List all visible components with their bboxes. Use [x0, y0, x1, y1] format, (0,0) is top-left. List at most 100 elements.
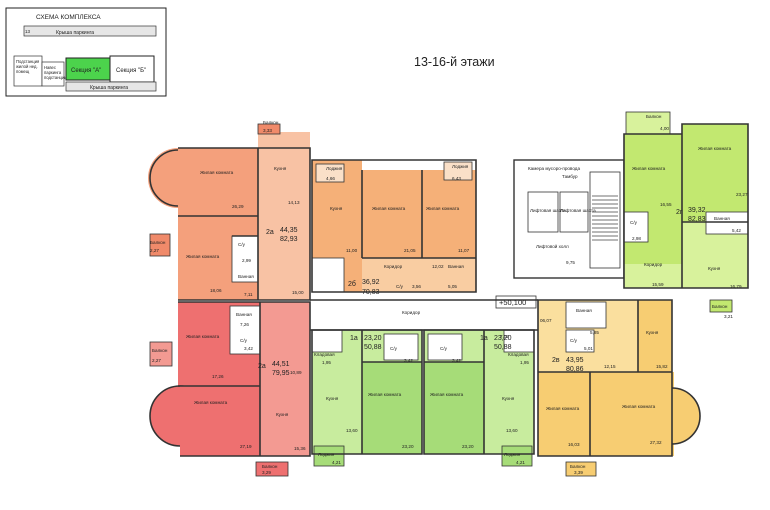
svg-text:2a: 2a	[266, 229, 274, 236]
svg-text:Навес: Навес	[44, 65, 56, 70]
svg-text:82,93: 82,93	[280, 236, 298, 243]
svg-text:Жилая комната: Жилая комната	[368, 392, 402, 397]
svg-text:Жилая комната: Жилая комната	[194, 400, 228, 405]
svg-text:подстанции: подстанции	[44, 75, 67, 80]
svg-text:06,07: 06,07	[540, 318, 552, 323]
svg-text:Балкон: Балкон	[152, 348, 168, 353]
svg-text:39,32: 39,32	[688, 207, 706, 214]
page-title: 13-16-й этажи	[414, 55, 495, 69]
svg-text:1,95: 1,95	[520, 360, 529, 365]
svg-text:13,60: 13,60	[506, 428, 518, 433]
svg-text:50,88: 50,88	[494, 344, 512, 351]
scheme-section-a-label: Секция "А"	[71, 68, 101, 74]
svg-text:4,21: 4,21	[332, 460, 341, 465]
svg-text:3,42: 3,42	[244, 346, 253, 351]
svg-text:7,11: 7,11	[244, 292, 253, 297]
svg-text:3,29: 3,29	[262, 470, 271, 475]
svg-text:Кухня: Кухня	[646, 330, 659, 335]
svg-text:Кухня: Кухня	[330, 206, 343, 211]
scheme-title: СХЕМА КОМПЛЕКСА	[36, 14, 101, 21]
svg-text:15,00: 15,00	[292, 290, 304, 295]
svg-text:79,95: 79,95	[272, 370, 290, 377]
svg-text:6,43: 6,43	[452, 176, 461, 181]
svg-text:Кухня: Кухня	[274, 166, 287, 171]
svg-text:Тамбур: Тамбур	[562, 174, 578, 179]
svg-text:Ванная: Ванная	[576, 308, 592, 313]
svg-text:1а: 1а	[480, 335, 488, 342]
svg-text:1а: 1а	[350, 335, 358, 342]
svg-text:Жилая комната: Жилая комната	[372, 206, 406, 211]
svg-text:жилой нед.: жилой нед.	[16, 64, 38, 69]
svg-text:23,20: 23,20	[402, 444, 414, 449]
svg-text:С/у: С/у	[630, 220, 638, 225]
svg-text:Ванная: Ванная	[238, 274, 254, 279]
svg-text:Камера мусоро-провода: Камера мусоро-провода	[528, 166, 580, 171]
svg-text:2г: 2г	[676, 209, 683, 216]
svg-text:2,27: 2,27	[150, 248, 159, 253]
svg-text:15,82: 15,82	[656, 364, 668, 369]
svg-text:Лоджия: Лоджия	[326, 166, 343, 171]
svg-text:5,01: 5,01	[584, 346, 593, 351]
svg-text:Ванная: Ванная	[236, 312, 252, 317]
svg-text:Кухня: Кухня	[326, 396, 339, 401]
scheme-roof-bottom: Крыша паркинга	[90, 85, 128, 91]
apartment-2b-top	[311, 159, 477, 293]
svg-text:17,26: 17,26	[212, 374, 224, 379]
apartment-1a-right	[423, 329, 535, 467]
svg-text:Ванная: Ванная	[448, 264, 464, 269]
svg-text:9,75: 9,75	[566, 260, 575, 265]
svg-text:Лифтовая шахта: Лифтовая шахта	[530, 208, 566, 213]
svg-text:Жилая комната: Жилая комната	[200, 170, 234, 175]
svg-text:Лифтовой холл: Лифтовой холл	[536, 243, 569, 249]
svg-text:Жилая комната: Жилая комната	[430, 392, 464, 397]
svg-text:16,55: 16,55	[660, 202, 672, 207]
apartment-2a-bottom	[149, 301, 311, 477]
svg-text:Кухня: Кухня	[502, 396, 515, 401]
apartment-2v-bottom	[537, 299, 701, 477]
svg-text:15,36: 15,36	[294, 446, 306, 451]
svg-text:Балкон: Балкон	[712, 304, 728, 309]
svg-text:23,27: 23,27	[736, 192, 748, 197]
svg-text:12,15: 12,15	[604, 364, 616, 369]
svg-text:Жилая комната: Жилая комната	[698, 146, 732, 151]
svg-text:2,27: 2,27	[152, 358, 161, 363]
svg-text:Коридор: Коридор	[384, 264, 403, 269]
svg-text:27,32: 27,32	[650, 440, 662, 445]
svg-text:Подстанция: Подстанция	[16, 59, 39, 64]
svg-text:11,00: 11,00	[346, 248, 358, 253]
svg-text:26,29: 26,29	[232, 204, 244, 209]
svg-text:Коридор: Коридор	[402, 310, 421, 315]
svg-text:43,95: 43,95	[566, 357, 584, 364]
svg-text:Ванная: Ванная	[714, 216, 730, 221]
svg-text:11,07: 11,07	[458, 248, 470, 253]
svg-text:15,59: 15,59	[652, 282, 664, 287]
svg-text:4,66: 4,66	[326, 176, 335, 181]
svg-text:Балкон: Балкон	[262, 464, 278, 469]
svg-text:С/у: С/у	[440, 346, 448, 351]
svg-text:14,13: 14,13	[288, 200, 300, 205]
svg-text:Кухня: Кухня	[708, 266, 721, 271]
svg-text:2б: 2б	[348, 280, 356, 288]
svg-text:Коридор: Коридор	[644, 262, 663, 267]
svg-text:4,21: 4,21	[516, 460, 525, 465]
svg-text:Жилая комната: Жилая комната	[426, 206, 460, 211]
svg-text:Балкон: Балкон	[570, 464, 586, 469]
svg-text:10,89: 10,89	[290, 370, 302, 375]
svg-text:16,79: 16,79	[730, 284, 742, 289]
svg-text:3,56: 3,56	[412, 284, 421, 289]
svg-text:Лоджия: Лоджия	[318, 452, 335, 457]
svg-text:21,05: 21,05	[404, 248, 416, 253]
svg-text:С/у: С/у	[570, 338, 578, 343]
svg-text:1,95: 1,95	[322, 360, 331, 365]
svg-text:3,42: 3,42	[404, 358, 413, 363]
svg-text:80,86: 80,86	[566, 366, 584, 373]
svg-text:Кладовая: Кладовая	[314, 352, 335, 357]
svg-text:50,88: 50,88	[364, 344, 382, 351]
svg-text:Кухня: Кухня	[276, 412, 289, 417]
svg-text:3,39: 3,39	[574, 470, 583, 475]
svg-text:7,02: 7,02	[500, 334, 509, 339]
svg-text:Жилая комната: Жилая комната	[186, 254, 220, 259]
svg-text:13: 13	[25, 29, 31, 34]
elevation-mark: +50,100	[499, 298, 526, 307]
